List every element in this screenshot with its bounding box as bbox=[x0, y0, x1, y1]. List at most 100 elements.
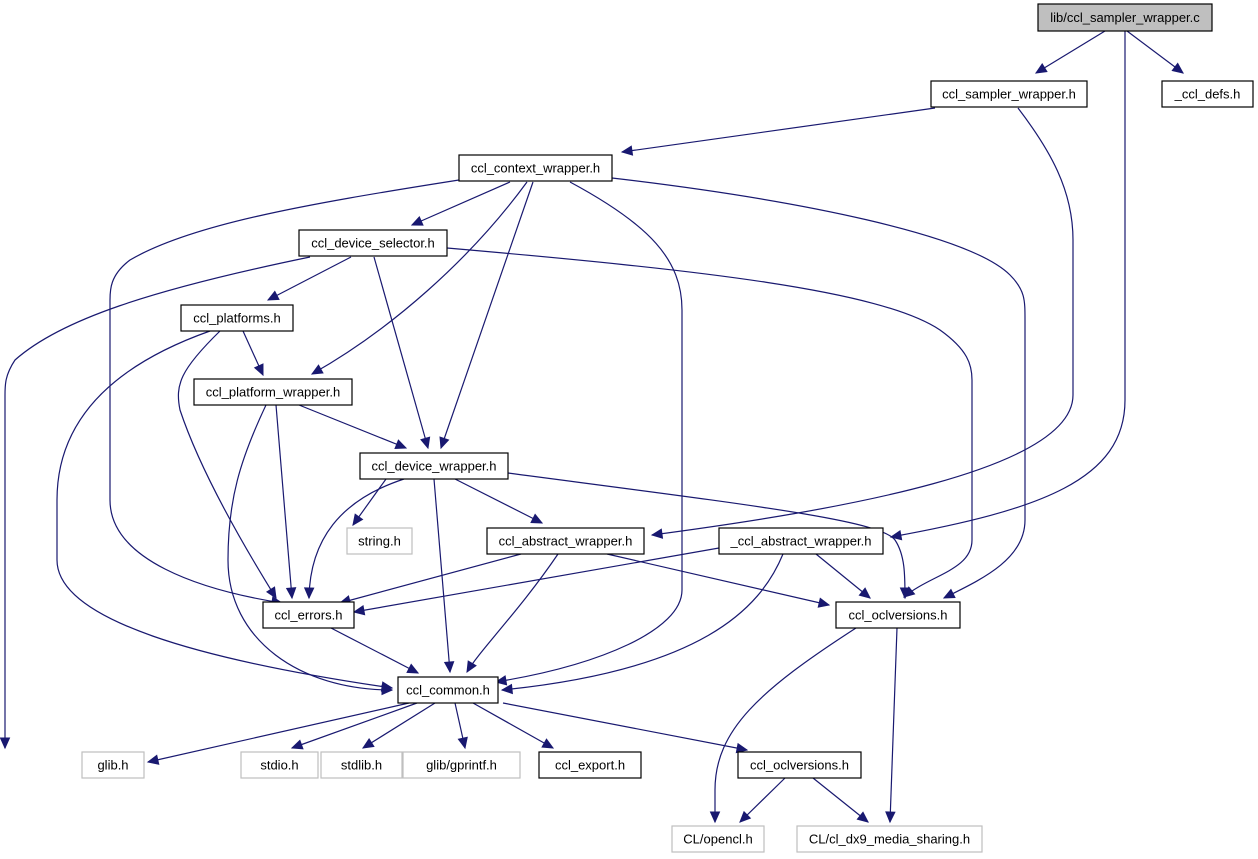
node-label: _ccl_abstract_wrapper.h bbox=[730, 534, 872, 549]
edge-n7-n11 bbox=[303, 478, 405, 600]
node-lib-ccl-sampler-wrapper-c[interactable]: lib/ccl_sampler_wrapper.c bbox=[1037, 3, 1213, 32]
node-ccl-context-wrapper-h[interactable]: ccl_context_wrapper.h bbox=[458, 154, 613, 182]
node-ccl-device-selector-h[interactable]: ccl_device_selector.h bbox=[298, 229, 448, 257]
arrowhead-icon bbox=[530, 513, 544, 524]
edge-line bbox=[495, 181, 683, 683]
edge-line bbox=[308, 478, 405, 599]
edge-line bbox=[227, 404, 393, 691]
node-ccl-defs-h[interactable]: _ccl_defs.h bbox=[1161, 80, 1254, 108]
edge-line bbox=[621, 107, 936, 153]
node-box[interactable] bbox=[835, 601, 961, 629]
edge-line bbox=[472, 702, 554, 749]
node-box[interactable] bbox=[1161, 80, 1254, 108]
edge-n7-n9 bbox=[454, 478, 544, 524]
arrowhead-icon bbox=[899, 587, 911, 600]
arrowhead-icon bbox=[735, 742, 749, 754]
arrowhead-icon bbox=[620, 145, 634, 156]
node-box[interactable] bbox=[1037, 3, 1213, 32]
node-label: ccl_oclversions.h bbox=[750, 758, 849, 773]
edge-n6-n13 bbox=[227, 404, 394, 696]
edge-n1-n9 bbox=[650, 107, 1074, 539]
node-box[interactable] bbox=[737, 751, 862, 779]
node-ccl-abstract-wrapper-h[interactable]: ccl_abstract_wrapper.h bbox=[486, 527, 645, 555]
node-box[interactable] bbox=[718, 527, 884, 555]
arrowhead-icon bbox=[1171, 62, 1184, 74]
edge-line bbox=[147, 702, 410, 763]
node-box[interactable] bbox=[538, 751, 642, 779]
edge-n19-n20 bbox=[739, 777, 786, 823]
node-box[interactable] bbox=[193, 378, 353, 406]
node-ccl-common-h[interactable]: ccl_common.h bbox=[397, 676, 499, 704]
edge-n13-n15 bbox=[290, 702, 418, 750]
node-box[interactable] bbox=[180, 304, 294, 332]
node-label: ccl_device_wrapper.h bbox=[371, 459, 496, 474]
node-ccl-platforms-h[interactable]: ccl_platforms.h bbox=[180, 304, 294, 332]
node-cl-cl-dx9-media-sharing-h: CL/cl_dx9_media_sharing.h bbox=[796, 825, 983, 853]
node-ccl-device-wrapper-h[interactable]: ccl_device_wrapper.h bbox=[359, 452, 509, 480]
node-label: glib.h bbox=[97, 758, 128, 773]
node-box[interactable] bbox=[397, 676, 499, 704]
arrowhead-icon bbox=[457, 736, 468, 750]
arrowhead-icon bbox=[381, 684, 394, 696]
edge-n7-n12 bbox=[507, 472, 911, 600]
edge-n3-n4 bbox=[410, 181, 511, 226]
node-box bbox=[671, 825, 765, 853]
edge-line bbox=[440, 181, 534, 449]
edge-n12-n21 bbox=[885, 627, 898, 824]
edge-n10-n11 bbox=[352, 547, 720, 616]
edge-n0-n1 bbox=[1034, 30, 1106, 74]
arrowhead-icon bbox=[146, 754, 160, 765]
arrowhead-icon bbox=[650, 528, 664, 539]
node-box[interactable] bbox=[298, 229, 448, 257]
node-box bbox=[320, 751, 403, 779]
arrowhead-icon bbox=[266, 290, 280, 301]
node-box[interactable] bbox=[486, 527, 645, 555]
node-box bbox=[81, 751, 145, 779]
edge-line bbox=[1035, 30, 1106, 74]
edge-line bbox=[611, 177, 1026, 599]
node-label: _ccl_defs.h bbox=[1174, 87, 1241, 102]
node-ccl-abstract-wrapper-h[interactable]: _ccl_abstract_wrapper.h bbox=[718, 527, 884, 555]
node-box bbox=[240, 751, 319, 779]
edge-n6-n7 bbox=[298, 404, 408, 449]
edge-n7-n8 bbox=[352, 478, 387, 526]
edge-n3-n7 bbox=[439, 181, 534, 450]
node-ccl-errors-h[interactable]: ccl_errors.h bbox=[262, 601, 355, 629]
node-label: CL/cl_dx9_media_sharing.h bbox=[809, 832, 970, 847]
edge-n19-n21 bbox=[812, 777, 869, 823]
edge-n6-n11 bbox=[275, 404, 297, 600]
node-box[interactable] bbox=[262, 601, 355, 629]
node-ccl-platform-wrapper-h[interactable]: ccl_platform_wrapper.h bbox=[193, 378, 353, 406]
edge-n13-n17 bbox=[454, 702, 468, 750]
edge-line bbox=[362, 702, 436, 749]
edge-n10-n12 bbox=[815, 553, 871, 599]
edges-layer bbox=[0, 30, 1184, 824]
node-label: CL/opencl.h bbox=[683, 832, 752, 847]
node-ccl-oclversions-h[interactable]: ccl_oclversions.h bbox=[737, 751, 862, 779]
edge-line bbox=[109, 179, 460, 604]
edge-n13-n18 bbox=[472, 702, 555, 749]
edge-line bbox=[501, 553, 784, 691]
node-ccl-oclversions-h[interactable]: ccl_oclversions.h bbox=[835, 601, 961, 629]
arrowhead-icon bbox=[1034, 63, 1048, 74]
node-ccl-export-h[interactable]: ccl_export.h bbox=[538, 751, 642, 779]
edge-n1-n3 bbox=[620, 107, 936, 156]
edge-n12-n20 bbox=[709, 627, 857, 824]
node-stdlib-h: stdlib.h bbox=[320, 751, 403, 779]
node-label: ccl_errors.h bbox=[275, 608, 343, 623]
node-box[interactable] bbox=[458, 154, 613, 182]
node-ccl-sampler-wrapper-h[interactable]: ccl_sampler_wrapper.h bbox=[930, 80, 1088, 108]
arrowhead-icon bbox=[885, 811, 896, 824]
arrowhead-icon bbox=[858, 587, 871, 599]
node-string-h: string.h bbox=[346, 527, 413, 555]
edge-line bbox=[177, 330, 277, 599]
node-label: ccl_platforms.h bbox=[193, 311, 280, 326]
arrowhead-icon bbox=[290, 739, 304, 750]
node-box[interactable] bbox=[359, 452, 509, 480]
edge-n10-n13 bbox=[500, 553, 784, 695]
edge-n3-n13 bbox=[494, 181, 683, 686]
edge-line bbox=[311, 181, 528, 375]
node-box[interactable] bbox=[930, 80, 1088, 108]
edge-line bbox=[339, 553, 522, 604]
